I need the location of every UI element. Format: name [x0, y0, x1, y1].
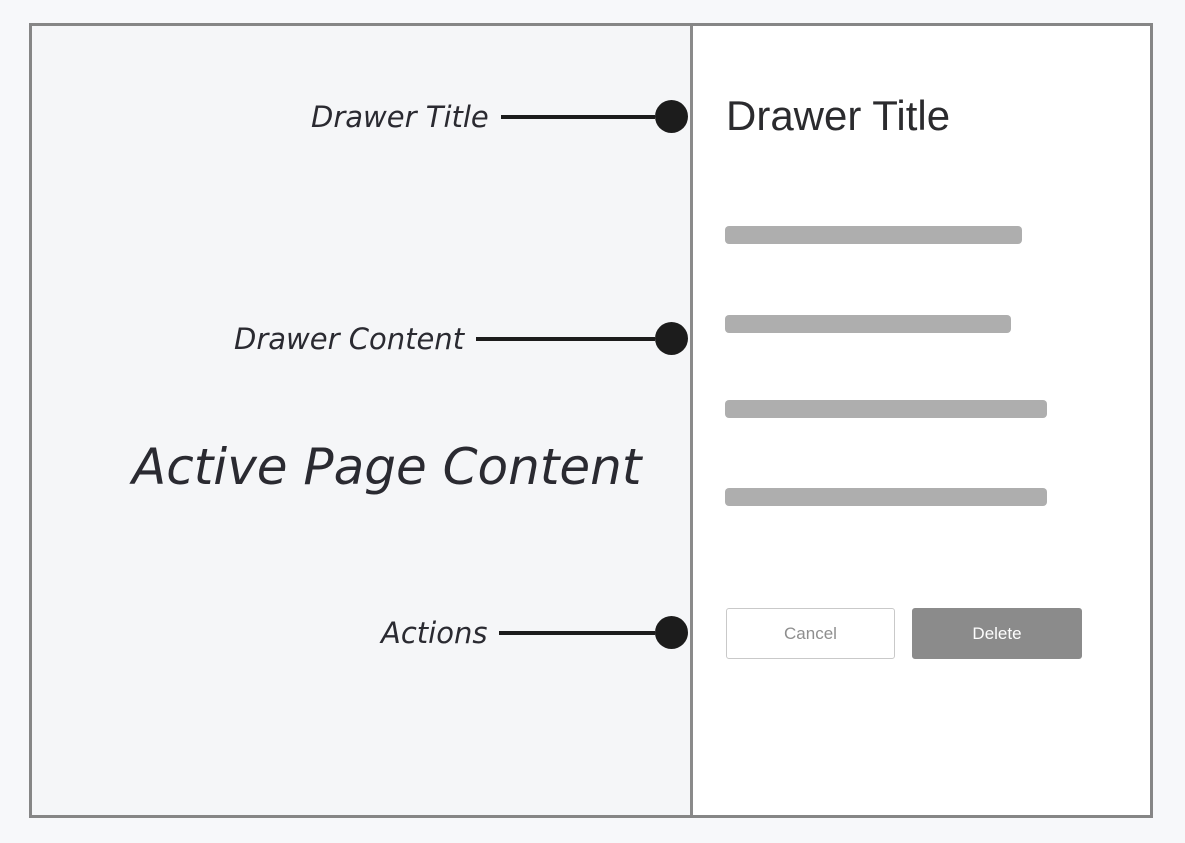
callout-label-drawer-title: Drawer Title [311, 99, 489, 134]
callout-line [499, 630, 655, 635]
content-placeholder-bar [725, 315, 1011, 333]
callout-line [476, 336, 655, 341]
wireframe-frame: Drawer Title Drawer Content Active Page … [29, 23, 1153, 818]
drawer-panel: Drawer Title Cancel Delete [693, 26, 1150, 815]
callout-actions: Actions [381, 615, 688, 650]
active-page-content-label: Active Page Content [132, 438, 642, 496]
drawer-title: Drawer Title [726, 92, 951, 139]
content-placeholder-bar [725, 400, 1047, 418]
callout-label-drawer-content: Drawer Content [234, 321, 465, 356]
callout-dot-icon [655, 616, 688, 649]
drawer-actions-row: Cancel Delete [726, 608, 1082, 659]
callout-line [500, 114, 655, 119]
callout-drawer-title: Drawer Title [311, 99, 688, 134]
callout-drawer-content: Drawer Content [234, 321, 688, 356]
drawer-divider [690, 26, 693, 815]
content-placeholder-bar [725, 488, 1047, 506]
active-page-panel: Drawer Title Drawer Content Active Page … [32, 26, 690, 815]
callout-dot-icon [655, 322, 688, 355]
delete-button[interactable]: Delete [912, 608, 1082, 659]
cancel-button[interactable]: Cancel [726, 608, 895, 659]
content-placeholder-bar [725, 226, 1022, 244]
callout-dot-icon [655, 100, 688, 133]
callout-label-actions: Actions [381, 615, 488, 650]
